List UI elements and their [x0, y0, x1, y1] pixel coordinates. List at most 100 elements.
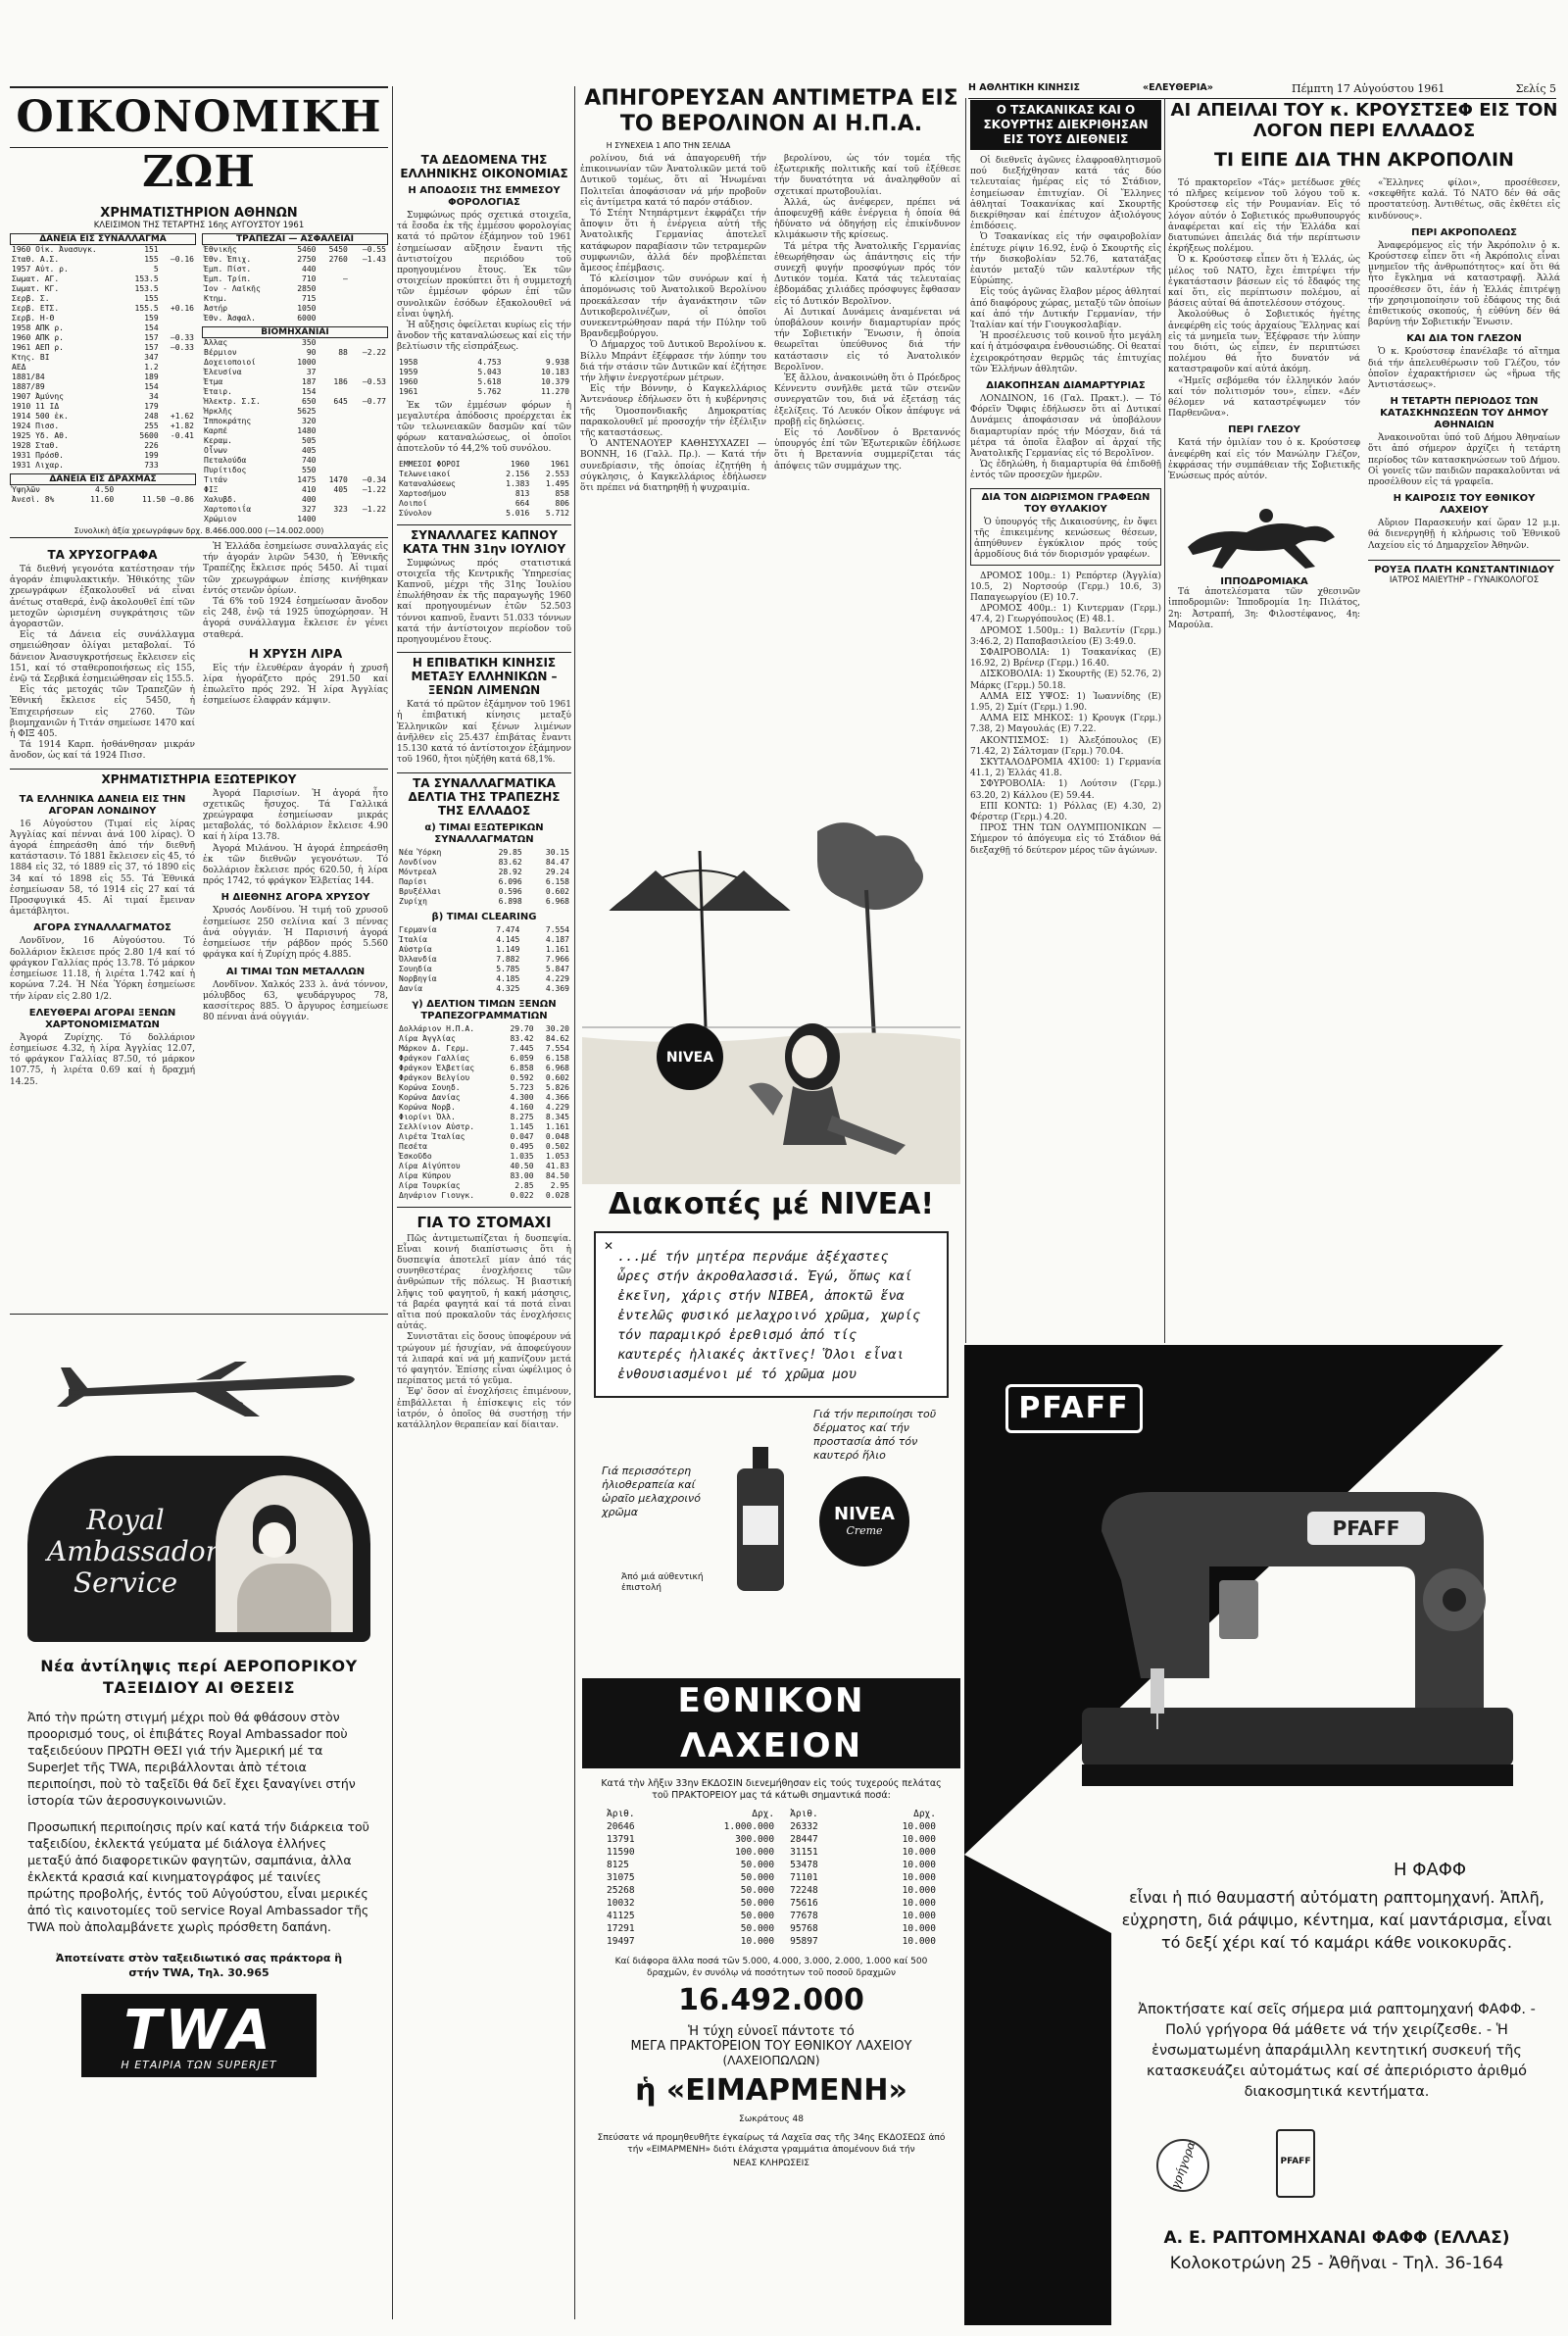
indirect-tax-text: Συμφώνως πρός σχετικά στοιχεῖα, τά ἔσοδα…	[397, 211, 571, 353]
lottery-total: 16.492.000	[678, 1983, 864, 2017]
camps-text: Ἀνακοινοῦται ὑπό τοῦ Δήμου Ἀθηναίων ὅτι …	[1368, 433, 1560, 488]
sports-text-1: Οἱ διεθνεῖς ἀγῶνες ἐλαφροαθλητισμοῦ πού …	[970, 156, 1161, 374]
khrushchev-text-2: «Ἕλληνες φίλοι», προσέθεσεν, «σκεφθῆτε κ…	[1368, 178, 1560, 222]
metalla-text: Λονδῖνον. Χαλκός 233 λ. ἀνά τόννον, μόλυ…	[203, 979, 388, 1023]
pfaff-body-2: Ἀποκτήσατε καί σεῖς σήμερα μιά ραπτομηχα…	[1138, 2002, 1536, 2100]
lottery-draw-title: Η ΚΑΙΡΟΣΙΣ ΤΟΥ ΕΘΝΙΚΟΥ ΛΑΧΕΙΟΥ	[1393, 493, 1536, 517]
sports-article: Ο ΤΣΑΚΑΝΙΚΑΣ ΚΑΙ Ο ΣΚΟΥΡΤΗΣ ΔΙΕΚΡΙΘΗΣΑΝ …	[970, 100, 1161, 1335]
pfaff-small-logo-text: PFAFF	[1280, 2157, 1311, 2166]
econ-top-rule	[10, 86, 388, 88]
pfaff-brand-badge: PFAFF	[1005, 1384, 1143, 1433]
twa-body-1: Ἀπό τὴν πρώτη στιγμή μέχρι ποὺ θά φθάσου…	[27, 1710, 356, 1808]
lottery-advertisement: ΕΘΝΙΚΟΝ ΛΑΧΕΙΟΝ Κατά τὴν λῆξιν 33ην ΕΚΔΟ…	[582, 1678, 960, 2330]
diethnis-text: Χρυσός Λονδίνου. Ἡ τιμή τοῦ χρυσοῦ ἐσημε…	[203, 906, 388, 961]
sports-text-2: ΛΟΝΔΙΝΟΝ, 16 (Γαλ. Πρακτ.). — Τό Φόρεϊν …	[970, 394, 1161, 481]
eleftherai-title: ΕΛΕΥΘΕΡΑΙ ΑΓΟΡΑΙ ΞΕΝΩΝ ΧΑΡΤΟΝΟΜΙΣΜΑΤΩΝ	[28, 1007, 176, 1030]
sports-headline: Ο ΤΣΑΚΑΝΙΚΑΣ ΚΑΙ Ο ΣΚΟΥΡΤΗΣ ΔΙΕΚΡΙΘΗΣΑΝ …	[970, 100, 1161, 150]
economic-section: ΟΙΚΟΝΟΜΙΚΗ ΖΩΗ ΧΡΗΜΑΤΙΣΤΗΡΙΟΝ ΑΘΗΝΩΝ ΚΛΕ…	[10, 90, 388, 1301]
pfaff-stamp-text: γρήγορα	[1167, 2139, 1199, 2191]
economic-title: ΟΙΚΟΝΟΜΙΚΗ ΖΩΗ	[16, 92, 382, 197]
chrysografa-text: Τά διεθνή γεγονότα κατέστησαν τήν ἀγοράν…	[10, 565, 195, 762]
chrysografa-title: ΤΑ ΧΡΥΣΟΓΡΑΦΑ	[47, 548, 158, 562]
khrushchev-article: ΑΙ ΑΠΕΙΛΑΙ ΤΟΥ κ. ΚΡΟΥΣΤΣΕΦ ΕΙΣ ΤΟΝ ΛΟΓΟ…	[1168, 100, 1560, 1340]
khrushchev-text-1: Τό πρακτορεῖον «Τάς» μετέδωσε χθές τό πλ…	[1168, 178, 1360, 420]
twa-body-2: Προσωπική περιποίησις πρίν καί κατά τήν …	[27, 1819, 369, 1934]
economy-data-title: ΤΑ ΔΕΔΟΜΕΝΑ ΤΗΣ ΕΛΛΗΝΙΚΗΣ ΟΙΚΟΝΟΜΙΑΣ	[400, 153, 568, 180]
economy-data-column: ΤΑ ΔΕΔΟΜΕΝΑ ΤΗΣ ΕΛΛΗΝΙΚΗΣ ΟΙΚΟΝΟΜΙΑΣ Η Α…	[397, 147, 571, 2323]
lottery-extra: Καί διάφορα ἄλλα ποσά τῶν 5.000, 4.000, …	[614, 1957, 928, 1978]
tobacco-text: Συμφώνως πρός στατιστικά στοιχεῖα τῆς Κε…	[397, 558, 571, 646]
pfaff-advertisement: PFAFF PFAFF Η ΦΑΦΦ εἶναι ἡ πιό θαυμαστή …	[964, 1345, 1564, 2325]
glezou-title: ΠΕΡΙ ΓΛΕΖΟΥ	[1228, 424, 1300, 436]
indirect-tax-title: Η ΑΠΟΔΟΣΙΣ ΤΗΣ ΕΜΜΕΣΟΥ ΦΟΡΟΛΟΓΙΑΣ	[408, 185, 561, 208]
nivea-advertisement: NIVEA Διακοπές μέ NIVEA! ✕ ...μέ τήν μητ…	[582, 792, 960, 1674]
royal-ambassador-logo: Royal Ambassador Service	[47, 1504, 219, 1599]
greek-loans-title: ΤΑ ΕΛΛΗΝΙΚΑ ΔΑΝΕΙΑ ΕΙΣ ΤΗΝ ΑΓΟΡΑΝ ΛΟΝΔΙΝ…	[19, 793, 186, 817]
eleftherai-text: Ἀγορά Ζυρίχης. Τό δολλάριον ἐσημείωσε 4.…	[10, 1032, 195, 1087]
khrushchev-headline: ΑΙ ΑΠΕΙΛΑΙ ΤΟΥ κ. ΚΡΟΥΣΤΣΕΦ ΕΙΣ ΤΟΝ ΛΟΓΟ…	[1170, 100, 1558, 141]
stomach-title: ΓΙΑ ΤΟ ΣΤΟΜΑΧΙ	[397, 1206, 571, 1231]
sewing-machine-illustration: PFAFF	[1082, 1492, 1513, 1786]
berlin-text-1: ρολίνου, διά νά ἀπαγορευθῆ τήν ἐπικοινων…	[580, 154, 766, 494]
doctor-title: ΙΑΤΡΟΣ ΜΑΙΕΥΤΗΡ – ΓΥΝΑΙΚΟΛΟΓΟΣ	[1389, 574, 1540, 585]
glezou-text: Κατά τήν ὁμιλίαν του ὁ κ. Κρούστσεφ ἀνεφ…	[1168, 438, 1360, 482]
berlin-text-2: βερολίνου, ὡς τόν τομέα τῆς ἐξωτερικῆς π…	[774, 154, 960, 472]
lottery-intro: Κατά τὴν λῆξιν 33ην ΕΚΔΟΣΙΝ διενεμήθησαν…	[601, 1778, 942, 1801]
foreign-text: Ἀγορά Παρισίων. Ἡ ἀγορά ἦτο σχετικῶς ἥσυ…	[203, 788, 388, 887]
metalla-title: ΑΙ ΤΙΜΑΙ ΤΩΝ ΜΕΤΑΛΛΩΝ	[225, 966, 366, 977]
agora-title: ΑΓΟΡΑ ΣΥΝΑΛΛΑΓΜΑΤΟΣ	[33, 922, 172, 934]
lottery-agency-name: ἡ «ΕΙΜΑΡΜΕΝΗ»	[635, 2073, 907, 2108]
totals-line: Συνολικὴ ἀξία χρεωγράφων δρχ. 8.466.000.…	[74, 526, 324, 535]
chrysi-lira-text: Εἰς τήν ἐλευθέραν ἀγοράν ἡ χρυσῆ λίρα ἠγ…	[203, 663, 388, 707]
passengers-illustration	[216, 1475, 353, 1632]
lottery-address: Σωκράτους 48	[739, 2114, 804, 2124]
berlin-headline: ΑΠΗΓΟΡΕΥΣΑΝ ΑΝΤΙΜΕΤΡΑ ΕΙΣ ΤΟ ΒΕΡΟΛΙΝΟΝ Α…	[584, 86, 958, 136]
lottery-luck-3: (ΛΑΧΕΙΟΠΩΛΩΝ)	[722, 2054, 820, 2067]
twa-advertisement: Royal Ambassador Service Νέα ἀντίληψις π…	[10, 1314, 388, 2318]
pfaff-body-1: εἶναι ἡ πιό θαυμαστή αὐτόματη ραπτομηχαν…	[1121, 1888, 1552, 1952]
tax-detail-text: Ἐκ τῶν ἐμμέσων φόρων ἡ μεγαλυτέρα ἀπόδοσ…	[397, 400, 571, 455]
lottery-footer-2: ΝΕΑΣ ΚΛΗΡΩΣΕΙΣ	[733, 2159, 809, 2168]
airplane-illustration	[57, 1362, 355, 1417]
lottery-footer: Σπεύσατε νά προμηθευθῆτε ἐγκαίρως τά Λαχ…	[597, 2133, 946, 2155]
horse-racing-illustration	[1188, 509, 1335, 570]
machine-label: PFAFF	[1333, 1516, 1400, 1540]
glezos-text: Ὁ κ. Κρούστσεφ ἐπανέλαβε τό αἴτημα διά τ…	[1368, 347, 1560, 391]
industry-head: ΒΙΟΜΗΧΑΝΙΑΙ	[202, 326, 388, 338]
pfaff-dealer: Α. Ε. ΡΑΠΤΟΜΗΧΑΝΑΙ ΦΑΦΦ (ΕΛΛΑΣ)	[1163, 2228, 1510, 2248]
loans-table-head: ΔΑΝΕΙΑ ΕΙΣ ΣΥΝΑΛΛΑΓΜΑ	[10, 233, 196, 245]
diethnis-title: Η ΔΙΕΘΝΗΣ ΑΓΟΡΑ ΧΡΥΣΟΥ	[220, 892, 370, 904]
drachma-head: ΔΑΝΕΙΑ ΕΙΣ ΔΡΑΧΜΑΣ	[10, 473, 196, 485]
lottery-luck-1: Ἡ τύχη εὑνοεῖ πάντοτε τό	[688, 2024, 855, 2039]
khrushchev-subheadline: ΤΙ ΕΙΠΕ ΔΙΑ ΤΗΝ ΑΚΡΟΠΟΛΙΝ	[1214, 149, 1514, 171]
sports-subhead: ΔΙΑΚΟΠΗΣΑΝ ΔΙΑΜΑΡΤΥΡΙΑΣ	[986, 380, 1146, 392]
nivea-quote-box: ✕ ...μέ τήν μητέρα περνάμε ἀξέχαστες ὧρε…	[594, 1231, 949, 1398]
masthead-rule	[968, 98, 1556, 99]
horse-racing-label: ΙΠΠΟΔΡΟΜΙΑΚΑ	[1220, 576, 1308, 588]
foreign-title: ΧΡΗΜΑΤΙΣΤΗΡΙΑ ΕΞΩΤΕΡΙΚΟΥ	[10, 768, 388, 786]
pfaff-stamp: γρήγορα	[1156, 2139, 1209, 2192]
masthead-date: Πέμπτη 17 Αὐγούστου 1961	[1292, 82, 1446, 95]
twa-logo-block: TWA Η ΕΤΑΙΡΙΑ ΤΩΝ SUPERJET	[81, 1994, 317, 2077]
nivea-headline: Διακοπές μέ NIVEA!	[608, 1187, 935, 1221]
sports-box-text: Ὁ ὑπουργός τῆς Δικαιοσύνης, ἐν ὄψει τῆς …	[974, 517, 1157, 561]
twa-tagline: Η ΕΤΑΙΡΙΑ ΤΩΝ SUPERJET	[121, 2059, 277, 2071]
pfaff-brand: PFAFF	[1018, 1391, 1130, 1425]
lottery-draw-text: Αὔριον Παρασκευήν καί ὥραν 12 μ.μ. θά δι…	[1368, 519, 1560, 551]
berlin-continued: Η ΣΥΝΕΧΕΙΑ 1 ΑΠΟ ΤΗΝ ΣΕΛΙΔΑ	[606, 141, 731, 150]
sports-box: ΔΙΑ ΤΟΝ ΔΙΩΡΙΣΜΟΝ ΓΡΑΦΕΩΝ ΤΟΥ ΘΥΛΑΚΙΟΥ Ὁ…	[970, 487, 1161, 566]
nivea-bottom-caption: Ἀπό μιά αὐθεντική ἐπιστολή	[621, 1572, 704, 1593]
lottery-title: ΕΘΝΙΚΟΝ ΛΑΧΕΙΟΝ	[582, 1678, 960, 1768]
royal-ambassador-panel: Royal Ambassador Service	[27, 1456, 370, 1642]
clearing-title: β) ΤΙΜΑΙ CLEARING	[431, 911, 537, 922]
banknotes-title: γ) ΔΕΛΤΙΟΝ ΤΙΜΩΝ ΞΕΝΩΝ ΤΡΑΠΕΖΟΓΡΑΜΜΑΤΙΩΝ	[412, 998, 557, 1021]
nivea-ball-label: NIVEA	[666, 1050, 713, 1066]
close-mark-icon: ✕	[604, 1239, 614, 1253]
akropolis-title: ΠΕΡΙ ΑΚΡΟΠΟΛΕΩΣ	[1411, 226, 1517, 238]
chrysografa-text-2: Ἡ Ἑλλάδα ἐσημείωσε συναλλαγάς εἰς τήν ἀγ…	[203, 542, 388, 640]
pfaff-address: Κολοκοτρώνη 25 - Ἀθῆναι - Τηλ. 36-164	[1169, 2254, 1504, 2273]
